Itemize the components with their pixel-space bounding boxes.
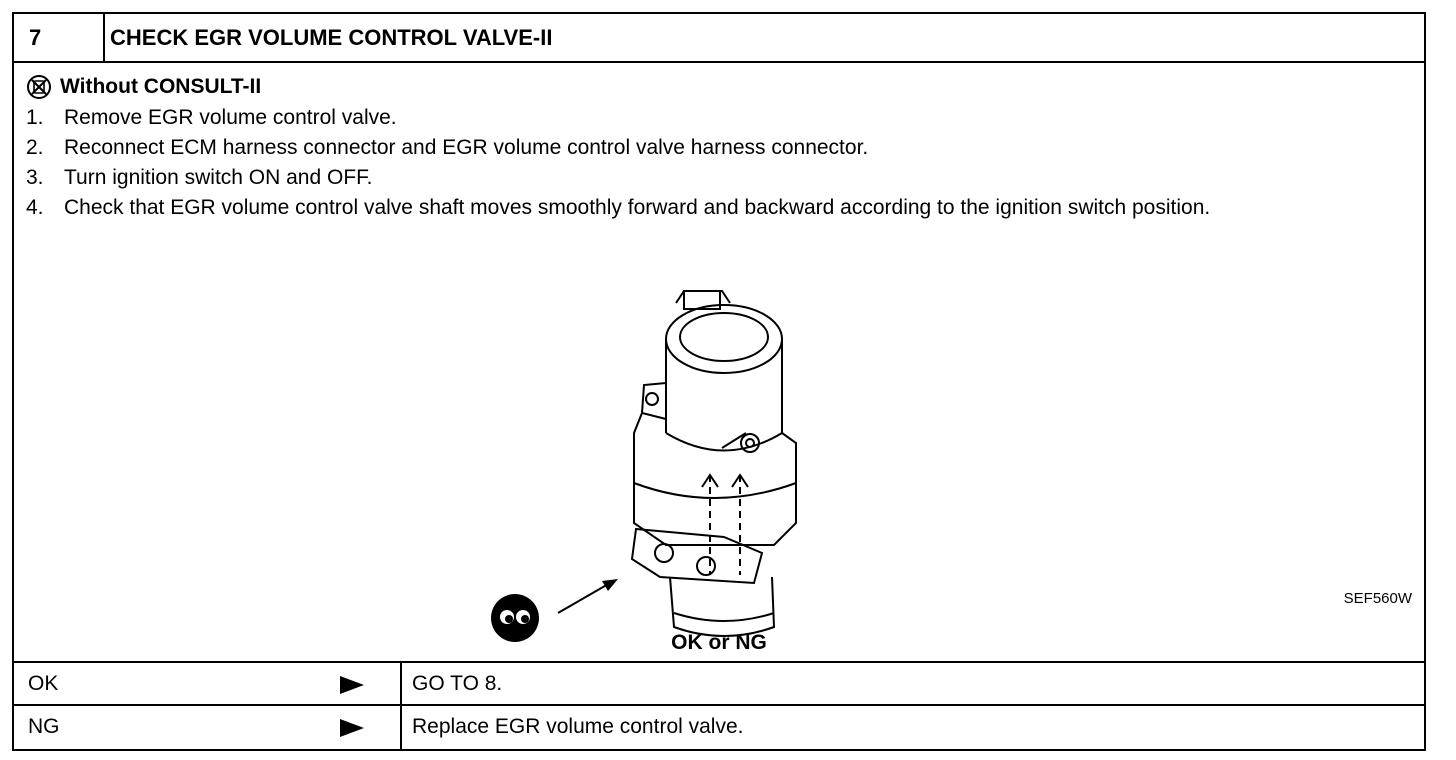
egr-valve-illustration xyxy=(557,290,797,637)
step-number: 7 xyxy=(14,14,105,61)
inspect-eyes-icon xyxy=(491,594,539,642)
step-item: 4.Check that EGR volume control valve sh… xyxy=(26,196,1211,219)
row-divider xyxy=(400,706,402,749)
result-label: OK xyxy=(28,672,59,695)
procedure-sheet: 7 CHECK EGR VOLUME CONTROL VALVE-II With… xyxy=(12,12,1426,751)
step-body: Without CONSULT-II 1.Remove EGR volume c… xyxy=(14,63,1424,661)
result-row-ok: OK GO TO 8. xyxy=(14,661,1424,704)
step-list: 1.Remove EGR volume control valve. 2.Rec… xyxy=(26,103,1386,223)
row-divider xyxy=(400,663,402,704)
arrow-right-icon xyxy=(340,719,364,737)
result-action: Replace EGR volume control valve. xyxy=(412,715,744,738)
step-item: 1.Remove EGR volume control valve. xyxy=(26,106,397,129)
figure-code: SEF560W xyxy=(1343,590,1412,607)
result-prompt: OK or NG xyxy=(671,631,767,654)
step-title: CHECK EGR VOLUME CONTROL VALVE-II xyxy=(110,25,553,50)
result-label: NG xyxy=(28,715,60,738)
mode-heading: Without CONSULT-II xyxy=(26,73,261,101)
step-header: 7 CHECK EGR VOLUME CONTROL VALVE-II xyxy=(14,14,1424,63)
result-row-ng: NG Replace EGR volume control valve. xyxy=(14,704,1424,749)
mode-label: Without CONSULT-II xyxy=(60,75,262,98)
arrow-right-icon xyxy=(340,676,364,694)
result-action: GO TO 8. xyxy=(412,672,503,695)
no-consult-icon xyxy=(27,75,51,99)
step-item: 3.Turn ignition switch ON and OFF. xyxy=(26,166,373,189)
step-item: 2.Reconnect ECM harness connector and EG… xyxy=(26,136,869,159)
